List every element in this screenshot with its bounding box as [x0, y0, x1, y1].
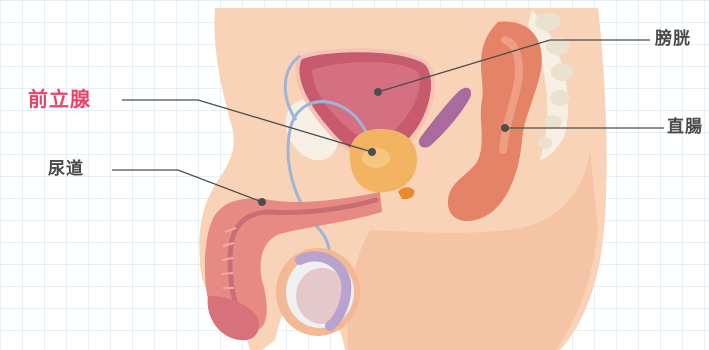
- bladder-marker: [374, 88, 382, 96]
- urethra-marker: [258, 198, 266, 206]
- label-rectum: 直腸: [667, 119, 703, 136]
- prostate-marker: [368, 148, 376, 156]
- label-prostate: 前立腺: [28, 89, 91, 109]
- label-bladder: 膀胱: [655, 31, 691, 48]
- prostate-leader-line: [122, 100, 372, 152]
- rectum-marker: [501, 124, 509, 132]
- bladder-leader-line: [378, 40, 650, 92]
- urethra-leader-line: [112, 170, 262, 202]
- label-urethra: 尿道: [48, 161, 84, 178]
